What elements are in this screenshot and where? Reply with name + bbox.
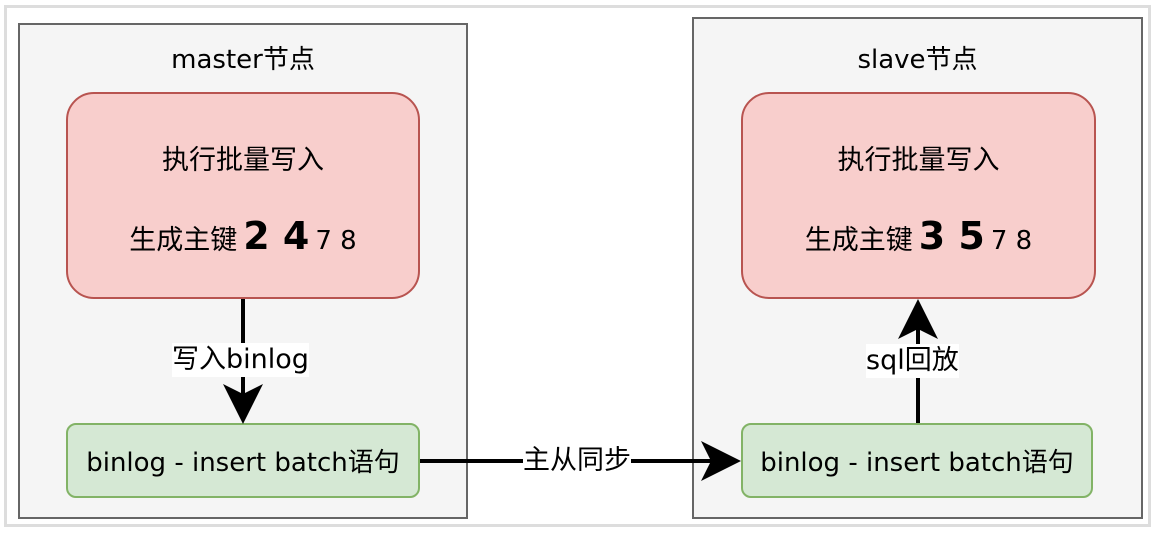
master-key-label: 生成主键	[129, 225, 238, 256]
slave-key-small: 7 8	[990, 226, 1033, 256]
slave-node-title: slave节点	[857, 45, 978, 75]
master-node-title: master节点	[171, 45, 315, 75]
master-binlog-box: binlog - insert batch语句	[66, 423, 420, 498]
master-slave-sync-label: 主从同步	[523, 444, 631, 478]
slave-key-big: 3 5	[918, 214, 985, 258]
master-key-small: 7 8	[315, 226, 357, 256]
master-key-big: 2 4	[243, 214, 310, 258]
slave-binlog-box: binlog - insert batch语句	[741, 423, 1093, 498]
write-binlog-label: 写入binlog	[172, 343, 309, 377]
slave-batch-insert-label: 执行批量写入	[837, 145, 1000, 176]
sql-replay-label: sql回放	[866, 344, 959, 378]
slave-key-label: 生成主键	[804, 225, 913, 256]
master-batch-insert-label: 执行批量写入	[162, 145, 324, 176]
